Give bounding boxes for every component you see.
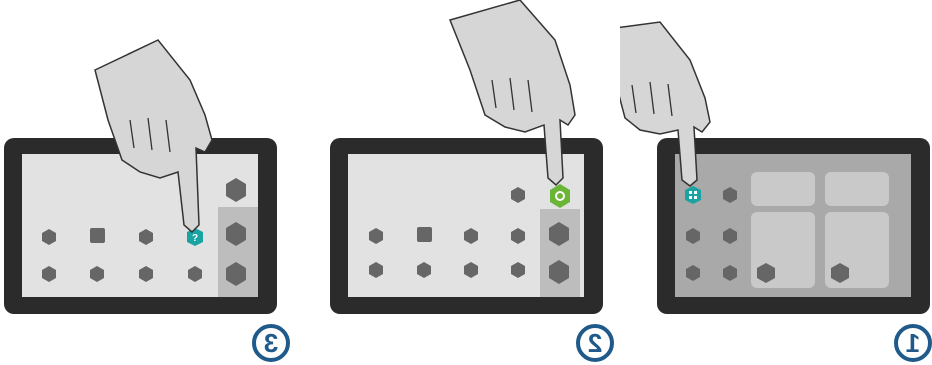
app-hex-icon[interactable] [42,229,56,245]
app-hex-icon[interactable] [139,266,153,282]
app-hex-icon[interactable] [139,229,153,245]
step-number-badge: 3 [252,324,290,362]
pointing-hand-icon [450,0,575,185]
step-2-icons [320,0,620,365]
app-hex-icon[interactable] [369,228,383,244]
step-1-panel: 1 [620,0,932,365]
app-square-icon[interactable] [417,227,432,242]
app-hex-icon[interactable] [686,265,700,281]
app-hex-icon[interactable] [42,266,56,282]
app-hex-icon[interactable] [226,178,246,202]
svg-text:?: ? [192,233,198,244]
app-hex-icon[interactable] [723,228,737,244]
step-1-icons [620,0,932,365]
apps-grid-icon[interactable] [685,186,701,204]
app-hex-icon[interactable] [549,260,569,284]
step-3-panel: ? 3 [0,0,300,365]
app-hex-icon[interactable] [226,222,246,246]
app-hex-icon[interactable] [686,228,700,244]
app-hex-icon[interactable] [757,263,775,283]
app-hex-icon[interactable] [417,262,431,278]
app-hex-icon[interactable] [464,262,478,278]
app-hex-icon[interactable] [723,265,737,281]
app-hex-icon[interactable] [723,187,737,203]
step-number-badge: 1 [894,324,932,362]
pointing-hand-icon [95,40,212,232]
step-2-panel: 2 [320,0,620,365]
app-hex-icon[interactable] [369,262,383,278]
app-hex-icon[interactable] [90,266,104,282]
step-number-badge: 2 [576,324,614,362]
app-square-icon[interactable] [90,228,105,243]
pointing-hand-icon [620,22,710,186]
app-hex-icon[interactable] [549,222,569,246]
app-hex-icon[interactable] [188,266,202,282]
app-hex-icon[interactable] [464,228,478,244]
app-hex-icon[interactable] [511,187,525,203]
app-hex-icon[interactable] [511,262,525,278]
app-hex-icon[interactable] [226,262,246,286]
app-hex-icon[interactable] [511,228,525,244]
app-hex-icon[interactable] [831,263,849,283]
settings-gear-icon[interactable] [550,184,570,208]
step-3-icons: ? [0,0,300,365]
